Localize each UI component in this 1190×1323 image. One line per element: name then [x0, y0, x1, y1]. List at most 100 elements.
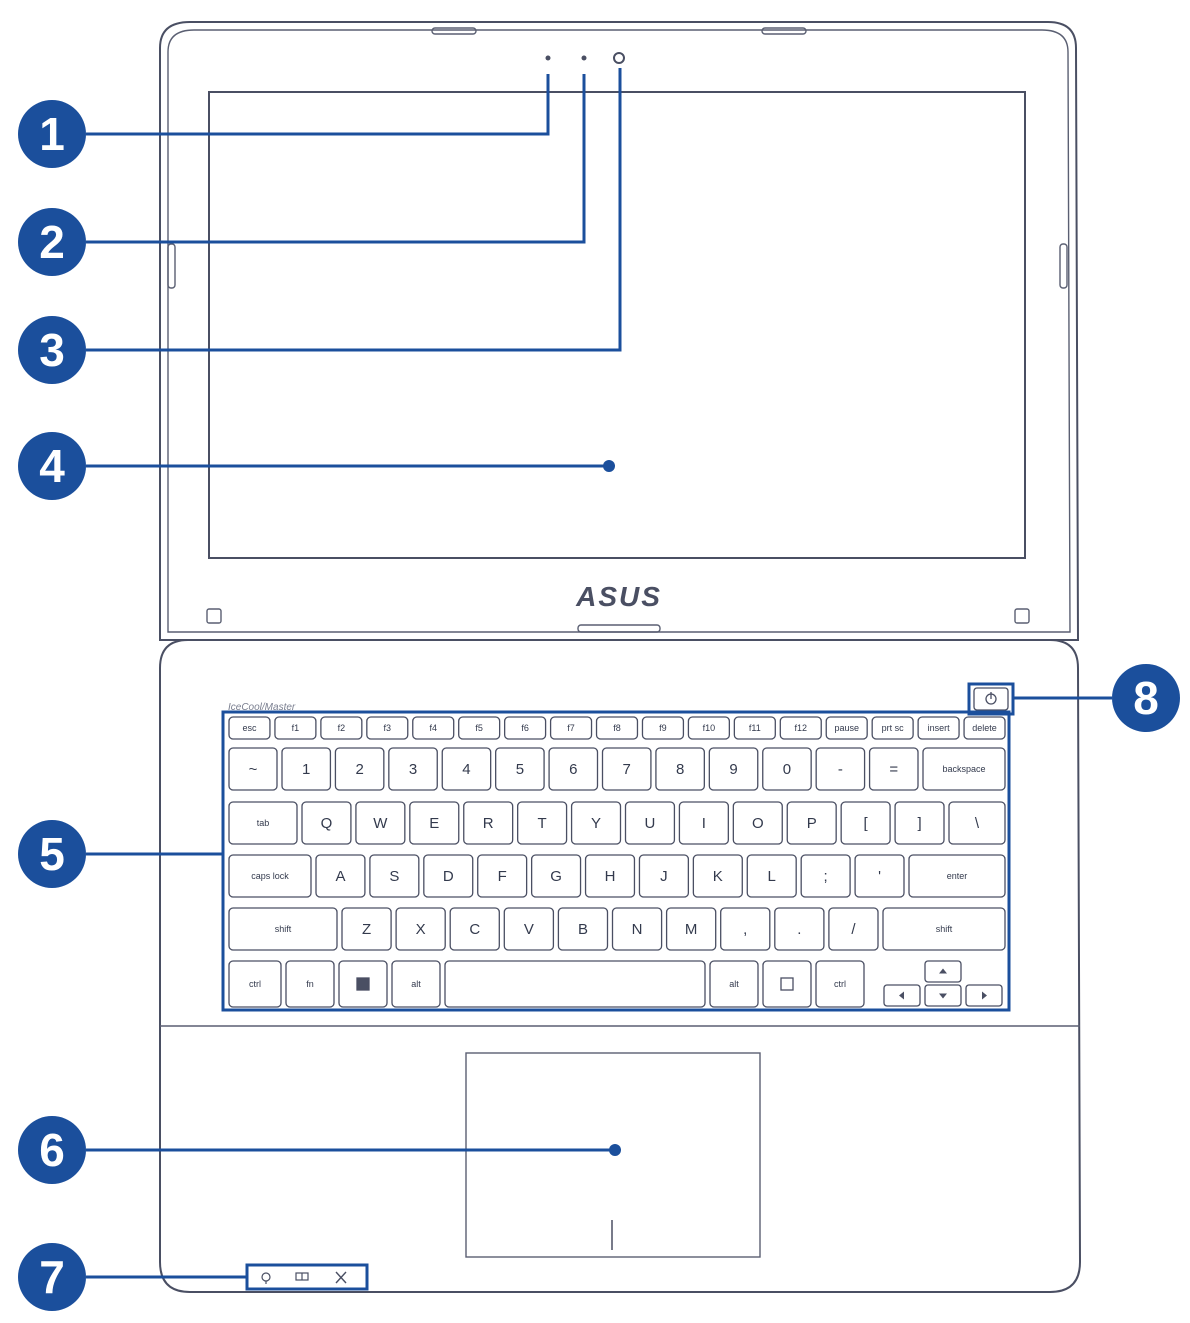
key-win-icon[interactable]	[338, 960, 388, 1008]
key-enter[interactable]: enter	[908, 854, 1006, 898]
key-down-arrow[interactable]	[924, 984, 962, 1007]
key-t[interactable]: T	[517, 801, 568, 845]
lid-bumper-left	[431, 27, 477, 35]
key-fn[interactable]: fn	[285, 960, 335, 1008]
key-ctrl[interactable]: ctrl	[228, 960, 282, 1008]
key-f[interactable]: F	[477, 854, 528, 898]
key-label: 4	[462, 761, 470, 778]
key-blank[interactable]: .	[774, 907, 825, 951]
key-label: 1	[302, 761, 310, 778]
key-f10[interactable]: f10	[687, 716, 731, 740]
key-k[interactable]: K	[692, 854, 743, 898]
key-3[interactable]: 3	[388, 747, 438, 791]
key-label: O	[752, 815, 764, 832]
key-blank[interactable]: ;	[800, 854, 851, 898]
key-label: fn	[306, 979, 314, 989]
key-shift[interactable]: shift	[228, 907, 338, 951]
key-tab[interactable]: tab	[228, 801, 298, 845]
key-blank[interactable]: ,	[720, 907, 771, 951]
power-button[interactable]	[973, 687, 1009, 711]
bezel-pad-right	[1014, 608, 1030, 624]
key-w[interactable]: W	[355, 801, 406, 845]
key-f9[interactable]: f9	[641, 716, 685, 740]
key-u[interactable]: U	[624, 801, 676, 845]
key-f7[interactable]: f7	[549, 716, 593, 740]
svg-text:1: 1	[39, 108, 65, 160]
key-0[interactable]: 0	[762, 747, 812, 791]
key-e[interactable]: E	[409, 801, 460, 845]
key-left-arrow[interactable]	[883, 984, 921, 1007]
key-insert[interactable]: insert	[917, 716, 960, 740]
key-d[interactable]: D	[423, 854, 474, 898]
key-blank[interactable]: /	[828, 907, 879, 951]
key-p[interactable]: P	[786, 801, 837, 845]
key-4[interactable]: 4	[441, 747, 492, 791]
key-f12[interactable]: f12	[779, 716, 822, 740]
key-n[interactable]: N	[611, 907, 663, 951]
key-menu-icon[interactable]	[762, 960, 812, 1008]
key-z[interactable]: Z	[341, 907, 392, 951]
key-label: f11	[749, 723, 761, 733]
key-right-arrow[interactable]	[965, 984, 1003, 1007]
key-1[interactable]: 1	[281, 747, 332, 791]
key-f5[interactable]: f5	[458, 716, 501, 740]
key-ctrl[interactable]: ctrl	[815, 960, 865, 1008]
key-5[interactable]: 5	[495, 747, 545, 791]
key-2[interactable]: 2	[334, 747, 385, 791]
key-q[interactable]: Q	[301, 801, 352, 845]
key-j[interactable]: J	[638, 854, 690, 898]
key-r[interactable]: R	[463, 801, 514, 845]
key-blank[interactable]: ]	[894, 801, 945, 845]
key-blank[interactable]: -	[815, 747, 866, 791]
key-label: 0	[783, 761, 791, 778]
key-7[interactable]: 7	[601, 747, 652, 791]
touchpad[interactable]	[465, 1052, 761, 1258]
lid-side-latch-right	[1059, 243, 1068, 289]
key-i[interactable]: I	[678, 801, 729, 845]
key-f11[interactable]: f11	[733, 716, 776, 740]
key-blank[interactable]: [	[840, 801, 891, 845]
key-blank[interactable]: \	[948, 801, 1006, 845]
key-backspace[interactable]: backspace	[922, 747, 1006, 791]
key-f6[interactable]: f6	[503, 716, 547, 740]
key-9[interactable]: 9	[708, 747, 759, 791]
key-label: insert	[928, 723, 951, 733]
key-g[interactable]: G	[530, 854, 582, 898]
airplane-mode-indicator-icon	[335, 1271, 347, 1284]
key-m[interactable]: M	[665, 907, 717, 951]
key-f2[interactable]: f2	[320, 716, 363, 740]
key-blank[interactable]	[444, 960, 706, 1008]
key-prt-sc[interactable]: prt sc	[871, 716, 914, 740]
key-v[interactable]: V	[503, 907, 555, 951]
key-o[interactable]: O	[732, 801, 783, 845]
key-caps-lock[interactable]: caps lock	[228, 854, 312, 898]
key-pause[interactable]: pause	[825, 716, 868, 740]
key-label: f3	[384, 723, 392, 733]
key-delete[interactable]: delete	[963, 716, 1006, 740]
key-shift[interactable]: shift	[882, 907, 1006, 951]
callout-leaders	[86, 68, 1112, 1291]
key-f3[interactable]: f3	[366, 716, 409, 740]
key-blank[interactable]: '	[854, 854, 905, 898]
key-up-arrow[interactable]	[924, 960, 962, 983]
key-6[interactable]: 6	[548, 747, 599, 791]
key-s[interactable]: S	[369, 854, 420, 898]
key-f1[interactable]: f1	[274, 716, 317, 740]
keyboard-brand-label: IceCool/Master	[228, 702, 296, 713]
key-alt[interactable]: alt	[391, 960, 441, 1008]
key-c[interactable]: C	[449, 907, 500, 951]
key-alt[interactable]: alt	[709, 960, 759, 1008]
key-h[interactable]: H	[584, 854, 636, 898]
key-f4[interactable]: f4	[412, 716, 455, 740]
key-esc[interactable]: esc	[228, 716, 271, 740]
key-blank[interactable]: =	[868, 747, 919, 791]
key-8[interactable]: 8	[655, 747, 705, 791]
key-blank[interactable]: ~	[228, 747, 278, 791]
key-f8[interactable]: f8	[595, 716, 639, 740]
key-y[interactable]: Y	[570, 801, 622, 845]
key-b[interactable]: B	[557, 907, 609, 951]
key-label: f9	[659, 723, 667, 733]
key-x[interactable]: X	[395, 907, 446, 951]
key-a[interactable]: A	[315, 854, 366, 898]
key-l[interactable]: L	[746, 854, 797, 898]
